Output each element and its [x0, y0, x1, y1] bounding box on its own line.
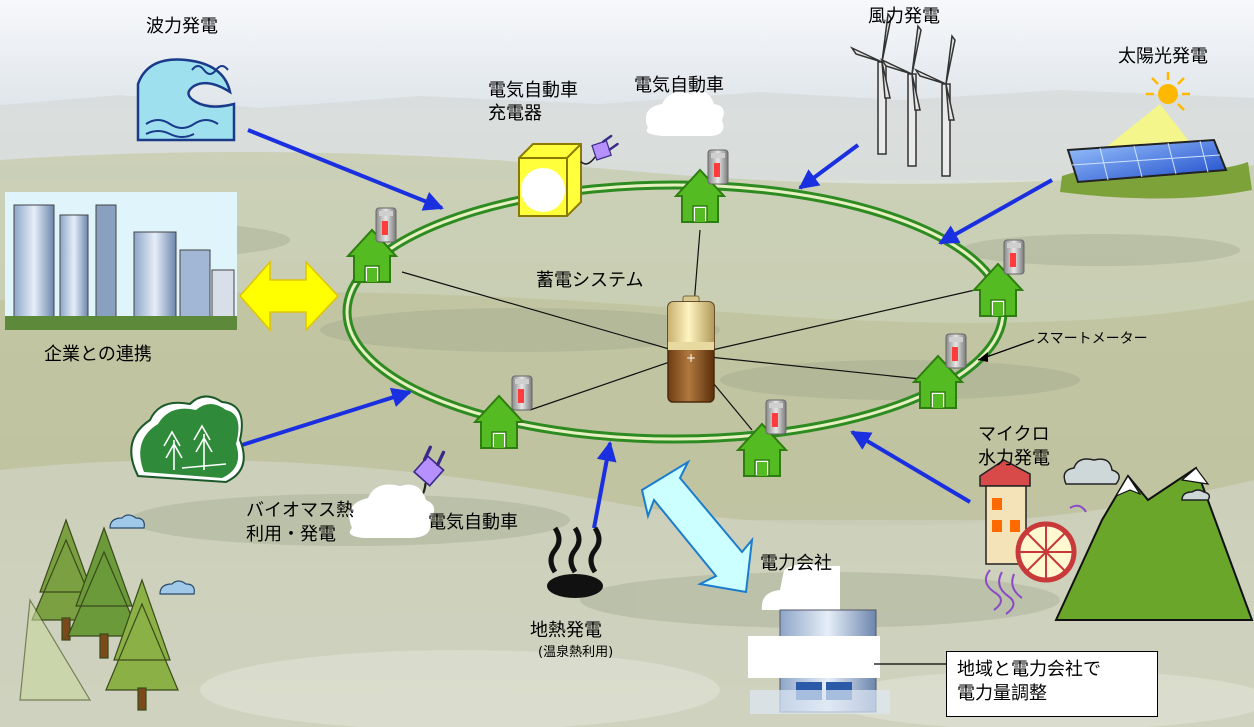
micro-hydro-label-line2: 水力発電: [978, 448, 1050, 469]
storage-system-label: 蓄電システム: [536, 270, 644, 291]
smart-meter-icon: [375, 207, 397, 243]
callout-line2: 電力量調整: [957, 683, 1047, 705]
smart-meter-icon: [707, 149, 729, 185]
smart-meter-icon: [765, 399, 787, 435]
connection-lines: [401, 229, 976, 431]
wind-power-label: 風力発電: [868, 6, 940, 27]
pine-trees-icon: [19, 518, 179, 711]
ev-charger-label-line1: 電気自動車: [488, 80, 578, 101]
solar-power-label: 太陽光発電: [1118, 46, 1208, 67]
company-collaboration-label: 企業との連携: [44, 344, 152, 365]
power-company-label: 電力会社: [760, 553, 832, 574]
svg-text:+: +: [686, 351, 696, 365]
solar-panel-icon: [1060, 138, 1252, 199]
smart-meter-icon: [1003, 239, 1025, 275]
regional-adjustment-callout: 地域と電力会社で 電力量調整: [946, 651, 1158, 717]
sun-icon: [1146, 72, 1190, 111]
ev-charger-label-line2: 充電器: [488, 103, 542, 124]
smart-meter-icon: [945, 333, 967, 369]
cloud-icon: [349, 91, 724, 538]
ev-top-label: 電気自動車: [634, 75, 724, 96]
smart-meter-pointer: [977, 339, 1035, 362]
wind-turbine-icon: [849, 12, 956, 177]
biomass-label-line1: バイオマス熱: [246, 500, 354, 521]
forest-icon: [130, 395, 245, 484]
cloud-icon: [1063, 458, 1211, 501]
hot-spring-icon: [547, 526, 603, 598]
micro-hydro-label-line1: マイクロ: [978, 424, 1050, 445]
supply-arrows: [241, 128, 1053, 529]
smart-meter-label: スマートメーター: [1036, 331, 1148, 347]
power-plant-icon: [748, 563, 890, 714]
plug-icon: [579, 134, 619, 166]
mountain-icon: [1054, 466, 1254, 621]
geothermal-note: (温泉熱利用): [538, 645, 614, 660]
ev-bottom-label: 電気自動車: [428, 512, 518, 533]
smart-meter-icon: [511, 375, 533, 411]
company-two-way-arrow: [238, 260, 340, 332]
cloud-icon: [109, 514, 195, 595]
ev-charger-icon: [518, 143, 582, 217]
power-company-two-way-arrow: [640, 459, 754, 594]
wave-power-label: 波力発電: [146, 16, 218, 37]
micro-hydro-icon: [979, 459, 1087, 615]
geothermal-label: 地熱発電: [530, 620, 602, 641]
biomass-label-line2: 利用・発電: [246, 524, 336, 545]
callout-line1: 地域と電力会社で: [957, 659, 1101, 680]
battery-icon: +: [667, 295, 715, 403]
office-buildings-icon: [5, 192, 237, 330]
wave-icon: [136, 58, 236, 142]
